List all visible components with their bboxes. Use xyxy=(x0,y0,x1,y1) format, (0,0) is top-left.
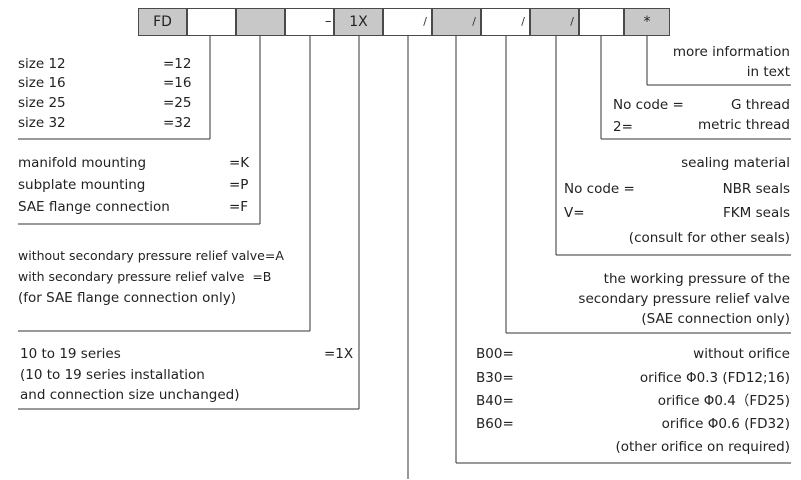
code-cell-size xyxy=(187,8,236,36)
size-label-12: size 12 xyxy=(18,56,66,72)
code-cell-working-pressure: / xyxy=(481,8,530,36)
slash-separator: / xyxy=(472,15,476,28)
orifice-desc-b00: without orifice xyxy=(693,346,790,362)
size-code-16: =16 xyxy=(163,75,192,91)
size-code-25: =25 xyxy=(163,95,192,111)
working-pressure-line-3: (SAE connection only) xyxy=(641,311,790,327)
relief-without: without secondary pressure relief valve=… xyxy=(18,248,284,263)
orifice-code-b40: B40= xyxy=(476,393,514,409)
code-cell-relief xyxy=(285,8,334,36)
code-cell-blank: / xyxy=(383,8,432,36)
relief-note: (for SAE flange connection only) xyxy=(18,290,236,306)
more-info-line-2: in text xyxy=(746,64,790,80)
size-label-32: size 32 xyxy=(18,115,66,131)
series-code: =1X xyxy=(324,346,354,362)
dash-separator: – xyxy=(325,14,332,29)
slash-separator: / xyxy=(521,15,525,28)
orifice-desc-b40: orifice Φ0.4（FD25) xyxy=(657,393,790,409)
code-cell-sealing: / xyxy=(530,8,579,36)
sealing-desc-fkm: FKM seals xyxy=(723,205,790,221)
thread-desc-metric: metric thread xyxy=(697,117,790,133)
sealing-code-nbr: No code = xyxy=(564,181,635,197)
thread-code-metric: 2= xyxy=(613,119,633,135)
sealing-desc-nbr: NBR seals xyxy=(722,181,790,197)
size-label-16: size 16 xyxy=(18,75,66,91)
orifice-code-b30: B30= xyxy=(476,370,514,386)
slash-separator: / xyxy=(570,15,574,28)
code-cell-fd-text: FD xyxy=(153,14,172,30)
code-cell-series: – 1X xyxy=(325,8,383,36)
orifice-desc-b30: orifice Φ0.3 (FD12;16) xyxy=(639,370,790,386)
size-label-25: size 25 xyxy=(18,95,66,111)
code-cell-more-info: * xyxy=(624,8,670,36)
code-cell-thread xyxy=(579,8,624,36)
mounting-code-subplate: =P xyxy=(229,177,249,193)
sealing-code-fkm: V= xyxy=(564,205,585,221)
series-note-2: and connection size unchanged) xyxy=(20,387,240,403)
orifice-note: (other orifice on required) xyxy=(615,439,790,455)
mounting-code-sae: =F xyxy=(229,199,249,215)
mounting-label-subplate: subplate mounting xyxy=(18,177,146,193)
code-cell-mounting xyxy=(236,8,285,36)
code-cell-star-text: * xyxy=(643,14,651,30)
code-cell-series-text: 1X xyxy=(349,14,368,30)
mounting-label-sae: SAE flange connection xyxy=(18,199,170,215)
thread-desc-g: G thread xyxy=(730,97,790,113)
code-cell-fd: FD xyxy=(138,8,187,36)
series-label: 10 to 19 series xyxy=(20,346,121,362)
working-pressure-line-1: the working pressure of the xyxy=(603,271,790,287)
working-pressure-line-2: secondary pressure relief valve xyxy=(578,291,790,307)
relief-with: with secondary pressure relief valve =B xyxy=(18,269,272,284)
sealing-title: sealing material xyxy=(681,155,790,171)
thread-code-g: No code = xyxy=(613,97,684,113)
code-cell-orifice: / xyxy=(432,8,481,36)
series-note-1: (10 to 19 series installation xyxy=(20,367,205,383)
sealing-note: (consult for other seals) xyxy=(628,230,790,246)
slash-separator: / xyxy=(423,15,427,28)
mounting-label-manifold: manifold mounting xyxy=(18,155,147,171)
mounting-code-manifold: =K xyxy=(229,155,250,171)
size-code-12: =12 xyxy=(163,56,192,72)
orifice-desc-b60: orifice Φ0.6 (FD32) xyxy=(661,416,790,432)
orifice-code-b00: B00= xyxy=(476,346,514,362)
more-info-line-1: more information xyxy=(672,44,790,60)
orifice-code-b60: B60= xyxy=(476,416,514,432)
size-code-32: =32 xyxy=(163,115,192,131)
